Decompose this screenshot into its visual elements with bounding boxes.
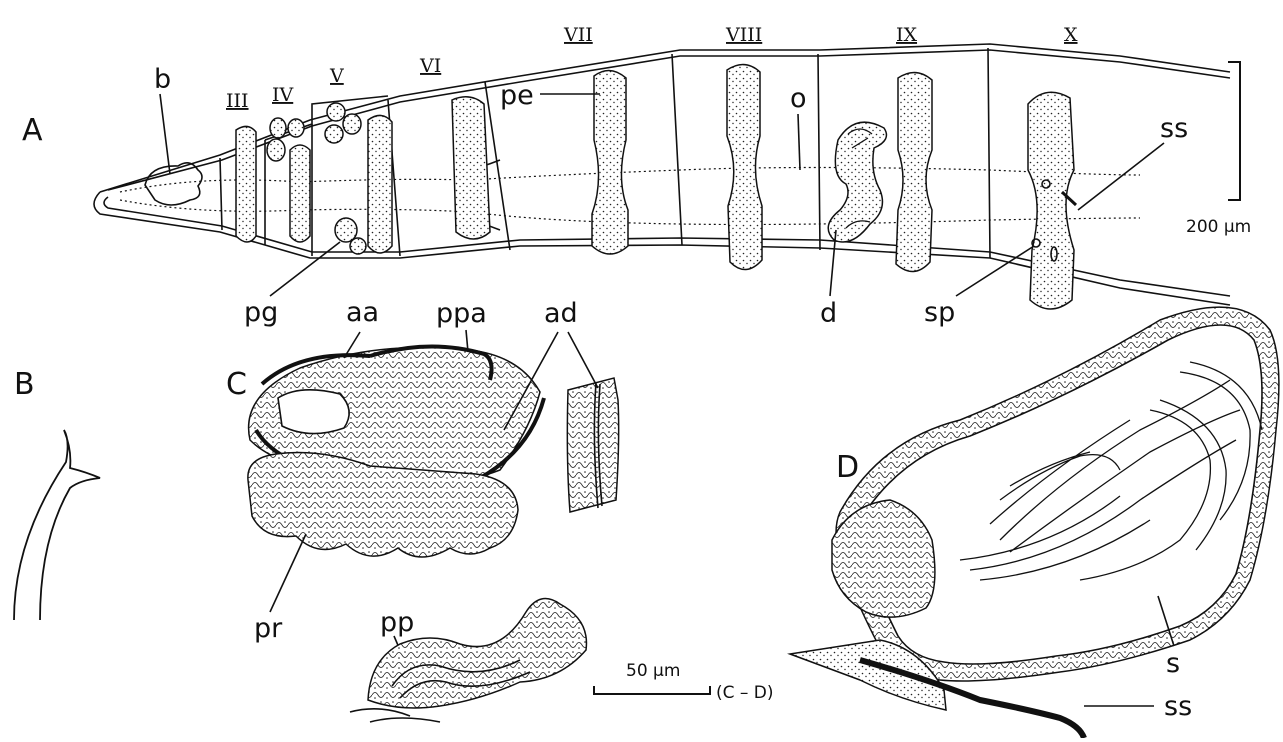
label-ad: ad: [544, 298, 578, 329]
segment-label: III: [226, 90, 249, 112]
spermatheca: [832, 307, 1279, 681]
label-pg: pg: [244, 297, 278, 328]
scale-label-a: 200 μm: [1186, 217, 1251, 237]
prostate-glands: [267, 103, 366, 254]
label-pe: pe: [500, 80, 534, 111]
segment-label: VIII: [725, 24, 762, 46]
segment-label: X: [1064, 24, 1078, 46]
seta: [14, 430, 100, 620]
label-ss-d: ss: [1164, 691, 1192, 722]
panel-label-d: D: [836, 450, 859, 485]
label-o: o: [790, 83, 807, 114]
scale-label-cd-note: (C – D): [716, 683, 774, 703]
segment-label: V: [329, 65, 344, 87]
label-ss-a: ss: [1160, 113, 1188, 144]
segment-label: IV: [272, 84, 294, 106]
scale-bar-a: [1228, 62, 1240, 200]
segment-label: VII: [563, 24, 593, 46]
segment-label: IX: [896, 24, 918, 46]
ovaries: [236, 64, 1074, 309]
atrial-duct: [567, 378, 618, 512]
panel-label-c: C: [226, 367, 247, 402]
label-pr: pr: [254, 613, 283, 644]
scale-label-cd: 50 μm: [626, 661, 680, 681]
label-sp: sp: [924, 297, 955, 328]
prostate-atrium: [248, 346, 544, 557]
label-b: b: [154, 64, 171, 95]
label-d: d: [820, 298, 837, 329]
panel-label-b: B: [14, 367, 35, 402]
panel-label-a: A: [22, 113, 43, 148]
male-atrium: [828, 122, 886, 242]
label-aa: aa: [346, 297, 379, 328]
label-s: s: [1166, 648, 1180, 679]
scale-bar-cd: [594, 686, 710, 694]
segment-label: VI: [419, 55, 441, 77]
label-pp: pp: [380, 607, 414, 638]
label-ppa: ppa: [436, 298, 487, 329]
